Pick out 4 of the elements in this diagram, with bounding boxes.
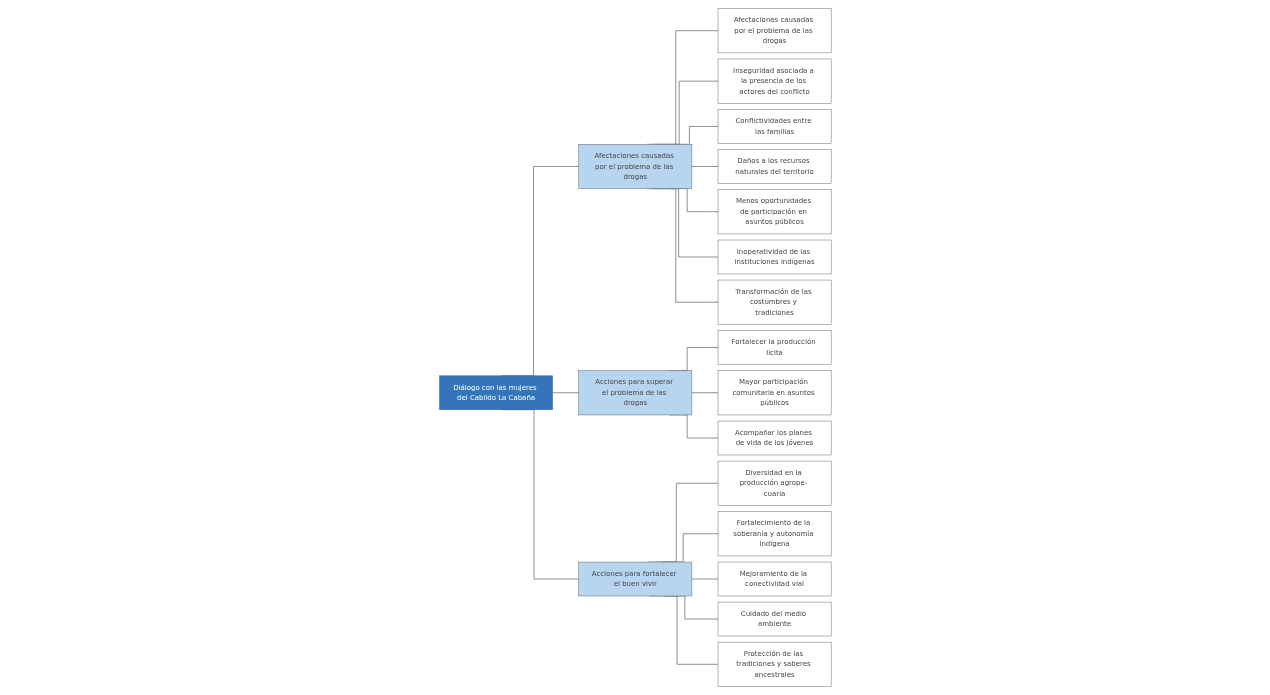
connector — [691, 392, 718, 394]
connector — [691, 166, 718, 167]
connector — [691, 578, 718, 580]
connector — [552, 392, 579, 394]
